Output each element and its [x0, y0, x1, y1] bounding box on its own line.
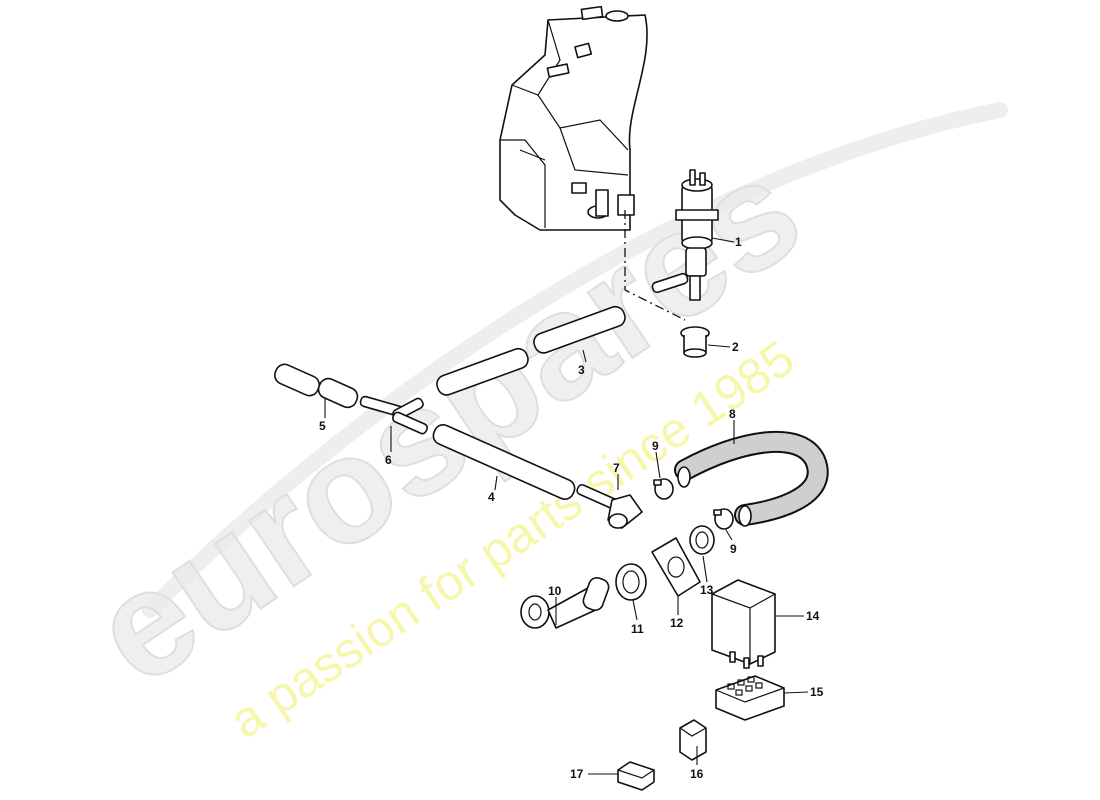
- callout-15: 15: [810, 685, 824, 699]
- hose-4: [432, 424, 576, 500]
- pump-grommet: [680, 326, 710, 358]
- hose-clamp-upper: [653, 478, 674, 500]
- callout-11: 11: [631, 622, 644, 636]
- elbow-fitting-10: [520, 576, 610, 629]
- leader-lines: [324, 237, 809, 775]
- washer-pump: [651, 169, 719, 301]
- callouts: 1 2 3 4 5 6 7 8 9 9 10 11 12 13 14 15 16…: [319, 235, 824, 781]
- callout-1: 1: [735, 235, 742, 249]
- callout-9a: 9: [652, 439, 659, 453]
- callout-4: 4: [488, 490, 495, 504]
- callout-16: 16: [690, 767, 704, 781]
- hose-5: [274, 363, 359, 409]
- callout-7: 7: [613, 461, 620, 475]
- hose-3: [436, 305, 626, 396]
- assembly-line: [624, 210, 686, 321]
- connector-block-15: [715, 675, 785, 721]
- connector-6: [359, 395, 428, 435]
- callout-9b: 9: [730, 542, 737, 556]
- callout-8: 8: [729, 407, 736, 421]
- callout-3: 3: [578, 363, 585, 377]
- relay-14: [711, 579, 776, 669]
- mounting-bracket-12: [651, 537, 701, 597]
- ring-13: [689, 525, 715, 555]
- plug-17: [617, 761, 655, 791]
- callout-10: 10: [548, 584, 562, 598]
- hose-clamp-lower: [713, 508, 734, 530]
- callout-12: 12: [670, 616, 684, 630]
- washer-fluid-reservoir: [499, 5, 648, 231]
- nozzle-7: [576, 483, 643, 529]
- callout-17: 17: [570, 767, 584, 781]
- callout-5: 5: [319, 419, 326, 433]
- callout-2: 2: [732, 340, 739, 354]
- plug-connector-16: [679, 719, 707, 761]
- callout-13: 13: [700, 583, 714, 597]
- sealing-ring-11: [615, 563, 647, 601]
- flexible-hose-8: [674, 430, 829, 527]
- callout-6: 6: [385, 453, 392, 467]
- callout-14: 14: [806, 609, 820, 623]
